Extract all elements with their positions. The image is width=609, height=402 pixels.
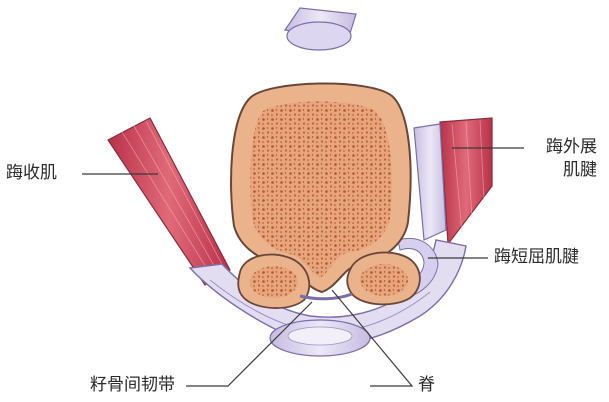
label-intersesamoid-ligament: 籽骨间韧带 bbox=[90, 374, 175, 397]
abductor-hallucis-muscle bbox=[440, 118, 492, 244]
label-abductor-hallucis-tendon: 踇外展 肌腱 bbox=[546, 136, 597, 182]
label-crista: 脊 bbox=[418, 374, 435, 397]
sesamoid-bone-left bbox=[238, 254, 309, 308]
adductor-hallucis-muscle bbox=[108, 118, 230, 285]
label-abductor-line1: 踇外展 bbox=[546, 136, 597, 159]
label-abductor-line2: 肌腱 bbox=[546, 159, 597, 182]
label-flexor-hallucis-brevis-tendon: 踇短屈肌腱 bbox=[494, 246, 579, 269]
flexor-hallucis-longus-tendon bbox=[270, 320, 370, 356]
sesamoid-bone-right bbox=[347, 252, 420, 304]
abductor-hallucis-tendon bbox=[414, 124, 446, 240]
label-adductor-hallucis: 踇收肌 bbox=[6, 162, 57, 185]
top-tendon-stub bbox=[285, 8, 356, 50]
